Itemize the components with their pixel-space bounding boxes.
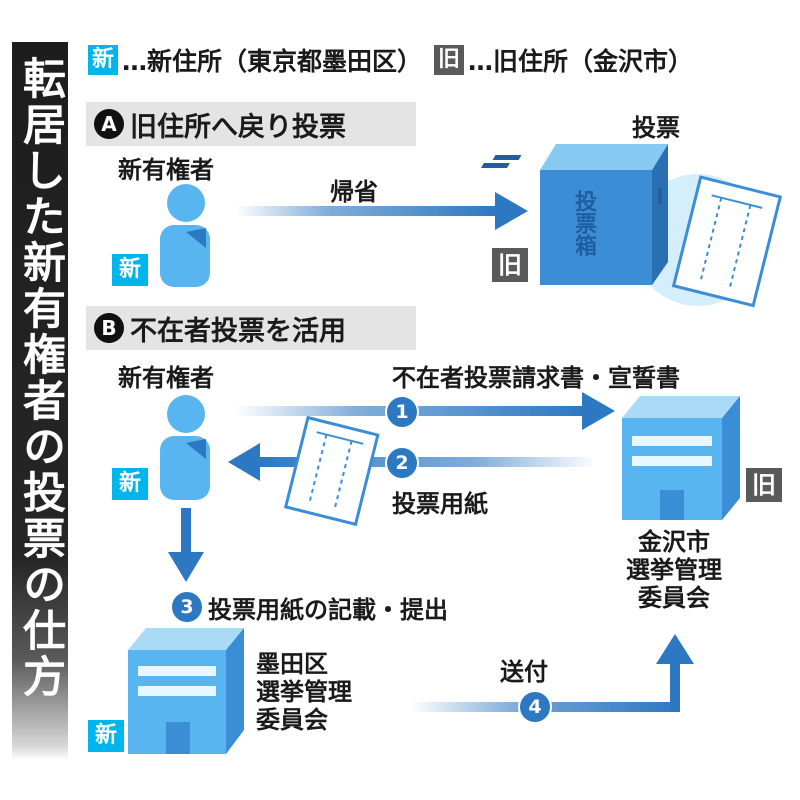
step2-arrow xyxy=(228,443,596,481)
step4-number: 4 xyxy=(518,690,552,724)
step1-arrow xyxy=(235,392,615,430)
step1-label: 不在者投票請求書・宣誓書 xyxy=(392,364,680,392)
sumida-new-badge: 新 xyxy=(86,718,126,754)
section-b-title: 不在者投票を活用 xyxy=(130,315,346,347)
ballot-paper-icon-b xyxy=(283,415,380,527)
section-b-voter-person-icon xyxy=(160,395,210,500)
section-b-letter: B xyxy=(94,313,124,343)
legend-old-text: …旧住所（金沢市） xyxy=(468,47,694,76)
kanazawa-committee-label: 金沢市 選挙管理 委員会 xyxy=(612,528,736,612)
kanazawa-line-1: 金沢市 xyxy=(638,528,710,556)
section-a-voter-person-icon xyxy=(160,184,210,287)
legend-old-badge: 旧 xyxy=(432,43,467,77)
section-b-header: B 不在者投票を活用 xyxy=(86,306,416,350)
kanazawa-old-badge: 旧 xyxy=(744,466,784,504)
section-a-old-badge: 旧 xyxy=(490,246,530,284)
ballot-box-text: 投票箱 xyxy=(571,190,596,256)
vote-label: 投票 xyxy=(632,114,680,142)
step3-arrow xyxy=(168,508,204,582)
step1-number: 1 xyxy=(385,395,419,429)
section-b-voter-new-badge: 新 xyxy=(110,466,150,502)
kanazawa-line-3: 委員会 xyxy=(638,584,710,612)
sumida-line-2: 選挙管理 xyxy=(256,678,352,706)
section-a-header: A 旧住所へ戻り投票 xyxy=(86,102,416,146)
ballot-paper-icon-a xyxy=(671,175,783,308)
legend-new-badge: 新 xyxy=(86,43,120,77)
legend: 新 …新住所（東京都墨田区） 旧 …旧住所（金沢市） xyxy=(86,42,693,78)
legend-new-text: …新住所（東京都墨田区） xyxy=(122,47,423,76)
section-a-arrow xyxy=(235,192,528,230)
sumida-line-3: 委員会 xyxy=(256,706,328,734)
section-a-voter-label: 新有権者 xyxy=(118,156,214,184)
step4-label: 送付 xyxy=(500,658,548,686)
sumida-building-icon xyxy=(128,628,244,754)
section-a-voter-new-badge: 新 xyxy=(110,252,150,288)
ballot-box-icon xyxy=(481,144,668,285)
section-a-arrow-label: 帰省 xyxy=(330,178,378,206)
diagram-title: 転居した新有権者の投票の仕方 xyxy=(15,56,66,700)
title-bar: 転居した新有権者の投票の仕方 xyxy=(12,42,68,760)
section-a-letter: A xyxy=(94,109,124,139)
sumida-line-1: 墨田区 xyxy=(256,650,328,678)
step2-label: 投票用紙 xyxy=(392,490,488,518)
step2-number: 2 xyxy=(385,446,419,480)
sumida-committee-label: 墨田区 選挙管理 委員会 xyxy=(256,650,372,734)
section-a-title: 旧住所へ戻り投票 xyxy=(130,111,346,143)
step3-number: 3 xyxy=(170,590,204,624)
kanazawa-building-icon xyxy=(622,396,740,520)
kanazawa-line-2: 選挙管理 xyxy=(626,556,722,584)
step3-label: 投票用紙の記載・提出 xyxy=(208,596,448,624)
section-b-voter-label: 新有権者 xyxy=(118,364,214,392)
step4-arrow xyxy=(410,634,694,712)
